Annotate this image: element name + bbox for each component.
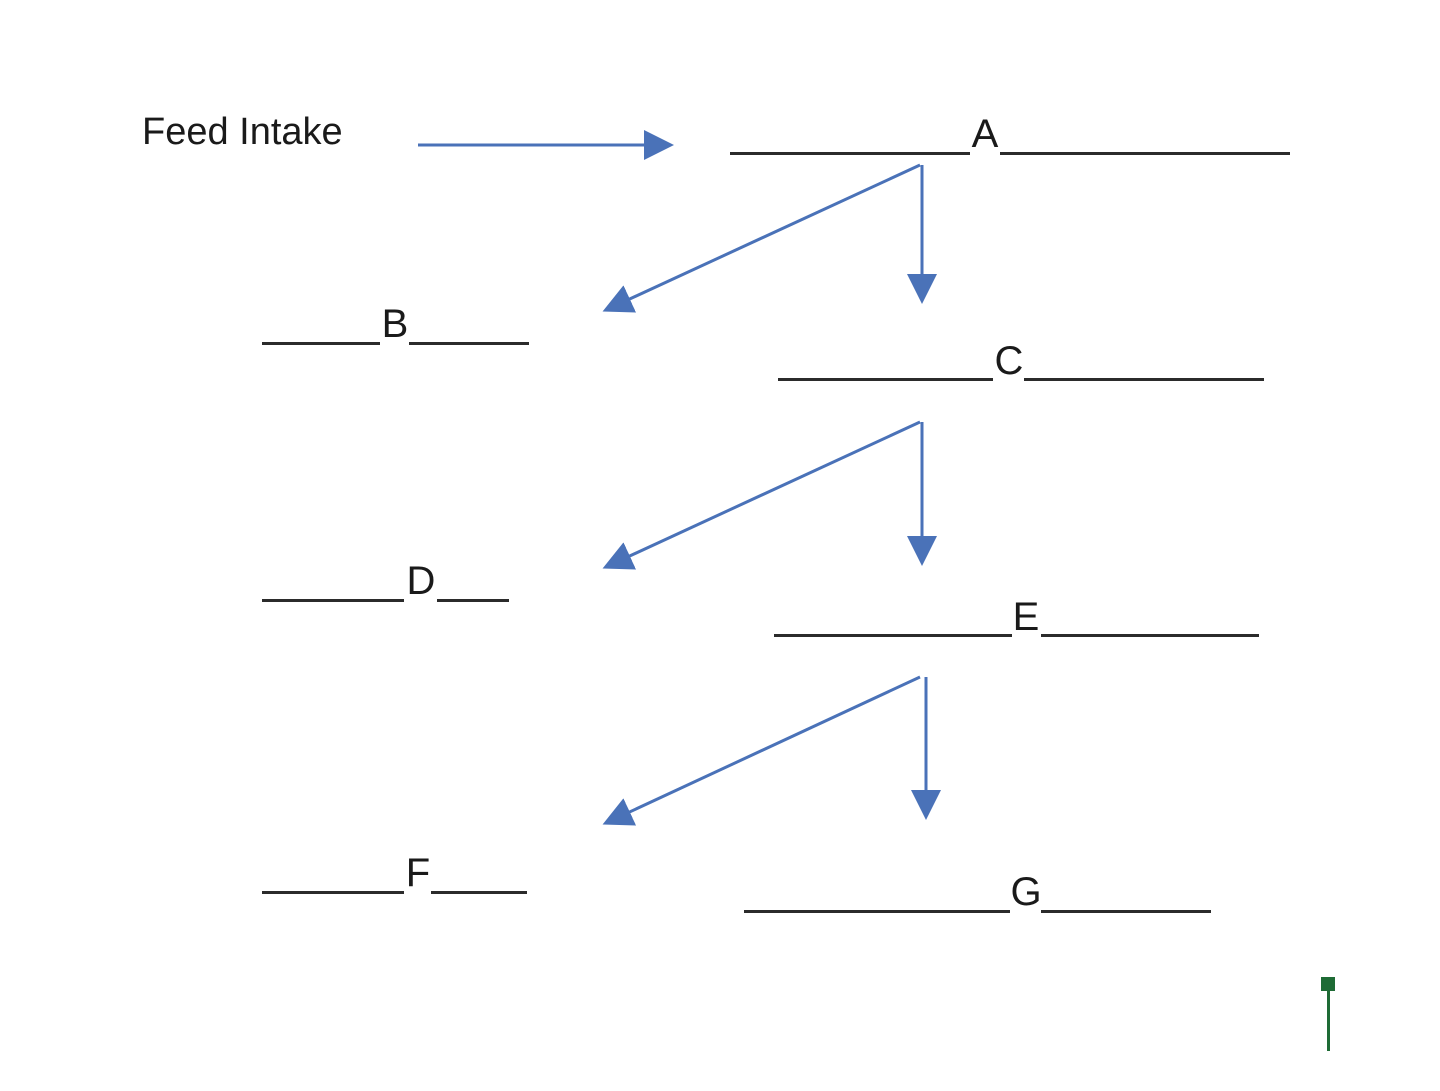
blank-g-line-right xyxy=(1041,910,1211,913)
arrow-c-to-d xyxy=(602,420,921,570)
blank-e-line-right xyxy=(1041,634,1259,637)
feed-intake-label: Feed Intake xyxy=(142,111,343,153)
blank-a-line-right xyxy=(1000,152,1290,155)
blank-b-line-right xyxy=(409,342,529,345)
blank-a-letter: A xyxy=(971,112,999,156)
blank-f-line-right xyxy=(431,891,527,894)
blank-g-line-left xyxy=(744,910,1010,913)
arrow-e-to-f xyxy=(602,675,921,826)
blank-a-line-left xyxy=(730,152,970,155)
blank-b-line-left xyxy=(262,342,380,345)
arrow-a-to-b xyxy=(602,163,921,313)
blank-c-line-right xyxy=(1024,378,1264,381)
blank-c-letter: C xyxy=(994,339,1024,383)
pin-marker-head xyxy=(1321,977,1335,991)
blank-b-letter: B xyxy=(381,302,409,346)
blank-f-letter: F xyxy=(405,851,431,895)
blank-c-line-left xyxy=(778,378,993,381)
blank-e-line-left xyxy=(774,634,1012,637)
pin-marker-icon xyxy=(1321,977,1335,1051)
blank-g-letter: G xyxy=(1010,870,1042,914)
pin-marker-stem xyxy=(1327,989,1330,1051)
blank-e-letter: E xyxy=(1012,595,1040,639)
blank-d-line-right xyxy=(437,599,509,602)
blank-d-line-left xyxy=(262,599,404,602)
blank-d-letter: D xyxy=(406,559,436,603)
blank-f-line-left xyxy=(262,891,404,894)
